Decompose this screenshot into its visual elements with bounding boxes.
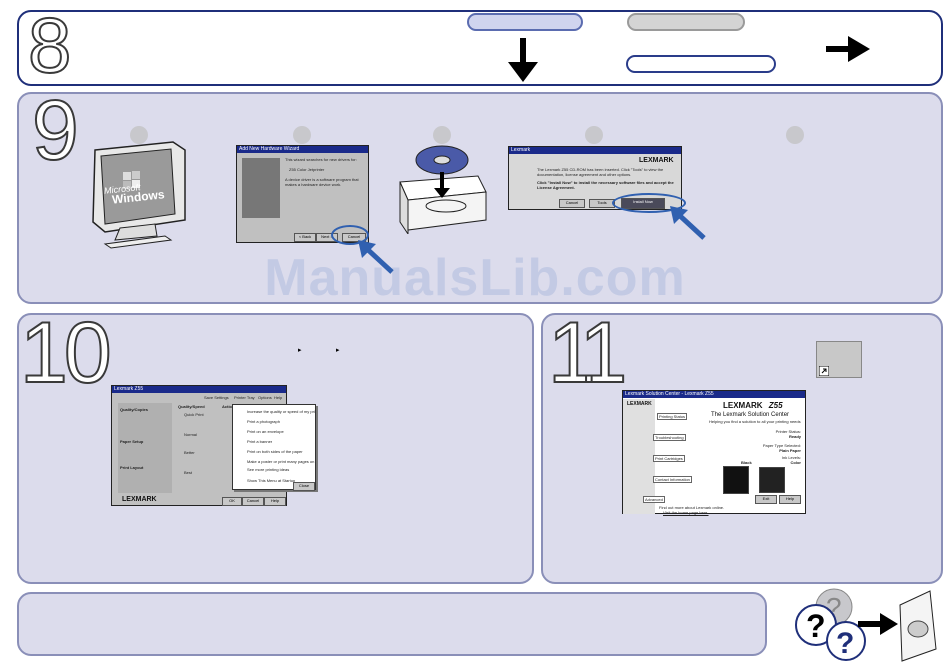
ink-color-label: Color: [790, 460, 801, 465]
bottom-panel: [17, 592, 767, 656]
solution-subheading: Helping you find a solution to all your …: [709, 419, 801, 424]
step10-number: 10: [19, 305, 113, 401]
cd-dialog-text2: Click "Install Now" to install the neces…: [537, 180, 674, 190]
printer-menu-bar: Save Settings Printer Tray Options Help: [204, 395, 286, 401]
solution-heading: The Lexmark Solution Center: [711, 412, 790, 418]
printer-window-title: Lexmark Z55: [112, 386, 286, 393]
tab-contact-information[interactable]: Contact Information: [653, 476, 692, 483]
step11-number: 11: [547, 305, 628, 401]
cd-dialog-title: Lexmark: [509, 147, 681, 154]
solution-center-shortcut-icon[interactable]: [816, 341, 862, 378]
cancel-button[interactable]: Cancel: [242, 497, 264, 506]
solution-center-title: Lexmark Solution Center - Lexmark Z55: [623, 391, 805, 398]
printer-sidebar: Quality/Copies Paper Setup Print Layout: [118, 403, 172, 493]
tab-print-layout[interactable]: Print Layout: [120, 465, 144, 470]
wizard-graphic: [242, 158, 280, 218]
quality-speed-label: Quality/Speed: [178, 404, 205, 409]
pointer-arrow-icon: [358, 240, 394, 274]
step8-number: 8: [27, 1, 72, 89]
footer-link[interactable]: Visit the home page here.: [663, 510, 709, 515]
step10-arrow-marker-1: ▸: [298, 347, 302, 354]
watermark: ManualsLib.com: [264, 249, 686, 307]
step8-gray-button: [627, 13, 745, 31]
cd-dialog-text1: The Lexmark Z55 CD-ROM has been inserted…: [537, 167, 664, 177]
svg-text:?: ?: [806, 608, 826, 644]
cd-cancel-button[interactable]: Cancel: [559, 199, 585, 208]
exit-button[interactable]: Exit: [755, 495, 777, 504]
tab-troubleshooting[interactable]: Troubleshooting: [653, 434, 686, 441]
wizard-title: Add New Hardware Wizard: [237, 146, 368, 153]
color-cartridge-icon: [759, 467, 785, 493]
menu-save-settings[interactable]: Save Settings: [204, 395, 229, 400]
solution-brand-left: LEXMARK: [627, 401, 652, 407]
option-quick-print[interactable]: Quick Print: [184, 412, 204, 417]
bullet-1: [130, 126, 148, 144]
paper-type-value: Plain Paper: [779, 448, 801, 453]
cd-dialog-brand: LEXMARK: [639, 157, 674, 164]
actions-label: Actions: [222, 404, 237, 409]
tab-quality-copies[interactable]: Quality/Copies: [120, 407, 149, 412]
popup-item-7[interactable]: See more printing ideas: [247, 467, 290, 472]
wizard-back-button[interactable]: < Back: [294, 233, 316, 242]
wizard-cancel-highlight: [331, 225, 369, 245]
bullet-4: [585, 126, 603, 144]
menu-help[interactable]: Help: [274, 395, 283, 400]
printer-status-label: Printer Status:: [775, 429, 801, 434]
step9-number: 9: [31, 83, 80, 177]
solution-model: Z55: [768, 401, 783, 410]
bullet-2: [293, 126, 311, 144]
solution-brand-title: LEXMARK Z55: [723, 401, 783, 410]
solution-help-button[interactable]: Help: [779, 495, 801, 504]
solution-center-window: Lexmark Solution Center - Lexmark Z55 LE…: [622, 390, 806, 515]
step8-outline-button: [626, 55, 776, 73]
solution-brand: LEXMARK: [723, 401, 763, 410]
pointer-arrow-icon: [670, 206, 706, 240]
wizard-text2: Z55 Color Jetprinter: [289, 167, 325, 172]
arrow-down-icon: [508, 38, 538, 82]
option-better[interactable]: Better: [184, 450, 195, 455]
tab-print-cartridges[interactable]: Print Cartridges: [653, 455, 685, 462]
ink-black-label: Black: [741, 460, 752, 465]
question-mark-icon: ? ? ?: [795, 588, 937, 662]
paper-type-label: Paper Type Selected:: [762, 443, 801, 448]
footer-text1: Find out more about Lexmark online.: [659, 505, 725, 510]
ink-levels-label: Ink Levels:: [781, 455, 801, 460]
popup-item-6[interactable]: Make a poster or print many pages on a s…: [247, 459, 315, 464]
popup-show-at-startup-checkbox[interactable]: Show This Menu at Startup: [247, 478, 296, 483]
arrow-right-icon: [826, 36, 870, 62]
wizard-text1: This wizard searches for new drivers for…: [285, 157, 357, 162]
svg-text:?: ?: [836, 627, 854, 660]
cd-insert-icon: [399, 145, 487, 234]
install-now-highlight: [612, 193, 686, 213]
monitor-icon: [92, 141, 186, 249]
tab-advanced[interactable]: Advanced: [643, 496, 665, 503]
popup-item-3[interactable]: Print on an envelope: [247, 429, 284, 434]
option-best[interactable]: Best: [184, 470, 193, 475]
black-cartridge-icon: [723, 466, 749, 494]
popup-item-1[interactable]: Increase the quality or speed of my prin…: [247, 409, 315, 414]
printing-ideas-popup: Increase the quality or speed of my prin…: [232, 404, 316, 491]
help-button[interactable]: Help: [264, 497, 286, 506]
popup-item-2[interactable]: Print a photograph: [247, 419, 280, 424]
bullet-3: [433, 126, 451, 144]
popup-item-4[interactable]: Print a banner: [247, 439, 273, 444]
tab-printing-status[interactable]: Printing Status: [657, 413, 688, 420]
popup-close-button[interactable]: Close: [293, 482, 315, 491]
wizard-text3: A device driver is a software program th…: [285, 177, 359, 187]
option-normal[interactable]: Normal: [184, 432, 197, 437]
bullet-5: [786, 126, 804, 144]
step8-blue-button: [467, 13, 583, 31]
solution-center-sidebar: [623, 399, 655, 514]
step10-arrow-marker-2: ▸: [336, 347, 340, 354]
lexmark-logo: LEXMARK: [122, 496, 157, 503]
tab-paper-setup[interactable]: Paper Setup: [120, 439, 144, 444]
shortcut-arrow-icon: [819, 366, 829, 376]
menu-printer-tray[interactable]: Printer Tray: [234, 395, 255, 400]
printer-status-value: Ready: [788, 434, 801, 439]
ok-button[interactable]: OK: [222, 497, 242, 506]
menu-options[interactable]: Options: [258, 395, 272, 400]
popup-item-5[interactable]: Print on both sides of the paper: [247, 449, 303, 454]
